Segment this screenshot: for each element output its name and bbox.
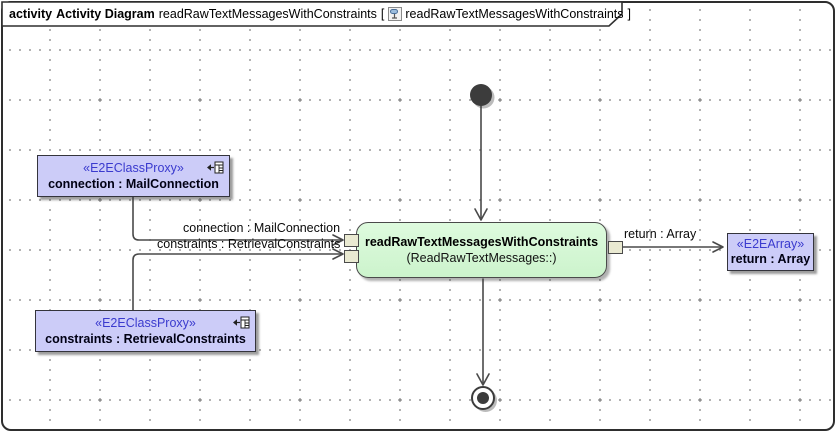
connection-proxy-stereotype: «E2EClassProxy» — [83, 161, 184, 175]
diagram-content-name: readRawTextMessagesWithConstraints — [405, 6, 624, 21]
constraints-proxy-name: constraints : RetrievalConstraints — [45, 332, 246, 346]
linked-element-icon — [231, 316, 250, 333]
arrowhead-into-action — [474, 208, 488, 221]
return-array-name: return : Array — [730, 252, 811, 266]
node-action-readrawtextmessages[interactable]: readRawTextMessagesWithConstraints (Read… — [356, 222, 607, 278]
initial-node[interactable] — [470, 84, 492, 106]
linked-element-icon — [205, 161, 224, 178]
frame-header[interactable]: activity Activity Diagram readRawTextMes… — [3, 2, 631, 25]
node-connection-proxy[interactable]: «E2EClassProxy» connection : MailConnect… — [37, 155, 230, 197]
return-array-stereotype: «E2EArray» — [736, 237, 805, 251]
activity-diagram-icon — [388, 6, 403, 21]
arrowhead-into-return-array — [712, 241, 724, 253]
input-pin-connection[interactable] — [344, 234, 359, 247]
connection-proxy-name: connection : MailConnection — [48, 177, 219, 191]
diagram-name: readRawTextMessagesWithConstraints — [158, 6, 377, 21]
arrowhead-into-pin-constraints — [332, 248, 344, 260]
output-pin-return[interactable] — [608, 241, 623, 254]
input-pin-constraints[interactable] — [344, 250, 359, 263]
bracket-open: [ — [380, 6, 385, 21]
flow-constraints-to-pin[interactable] — [132, 253, 343, 311]
final-node-core — [477, 392, 489, 404]
action-name: readRawTextMessagesWithConstraints — [364, 235, 599, 249]
action-qualifier: (ReadRawTextMessages::) — [406, 251, 557, 265]
node-return-array[interactable]: «E2EArray» return : Array — [727, 233, 814, 271]
frame-header-tab[interactable] — [1, 1, 623, 27]
flow-label-return[interactable]: return : Array — [624, 227, 697, 241]
flow-label-connection[interactable]: connection : MailConnection — [183, 221, 341, 235]
flow-label-constraints[interactable]: constraints : RetrievalConstraints — [157, 237, 341, 251]
flow-connection-to-pin[interactable] — [132, 196, 343, 241]
constraints-proxy-stereotype: «E2EClassProxy» — [95, 316, 196, 330]
arrowhead-into-pin-connection — [332, 234, 344, 246]
diagram-type-label: Activity Diagram — [56, 6, 155, 21]
bracket-close: ] — [627, 6, 631, 21]
arrowhead-into-final — [476, 373, 490, 386]
node-constraints-proxy[interactable]: «E2EClassProxy» constraints : RetrievalC… — [35, 310, 256, 352]
diagram-kind-label: activity — [9, 6, 53, 21]
